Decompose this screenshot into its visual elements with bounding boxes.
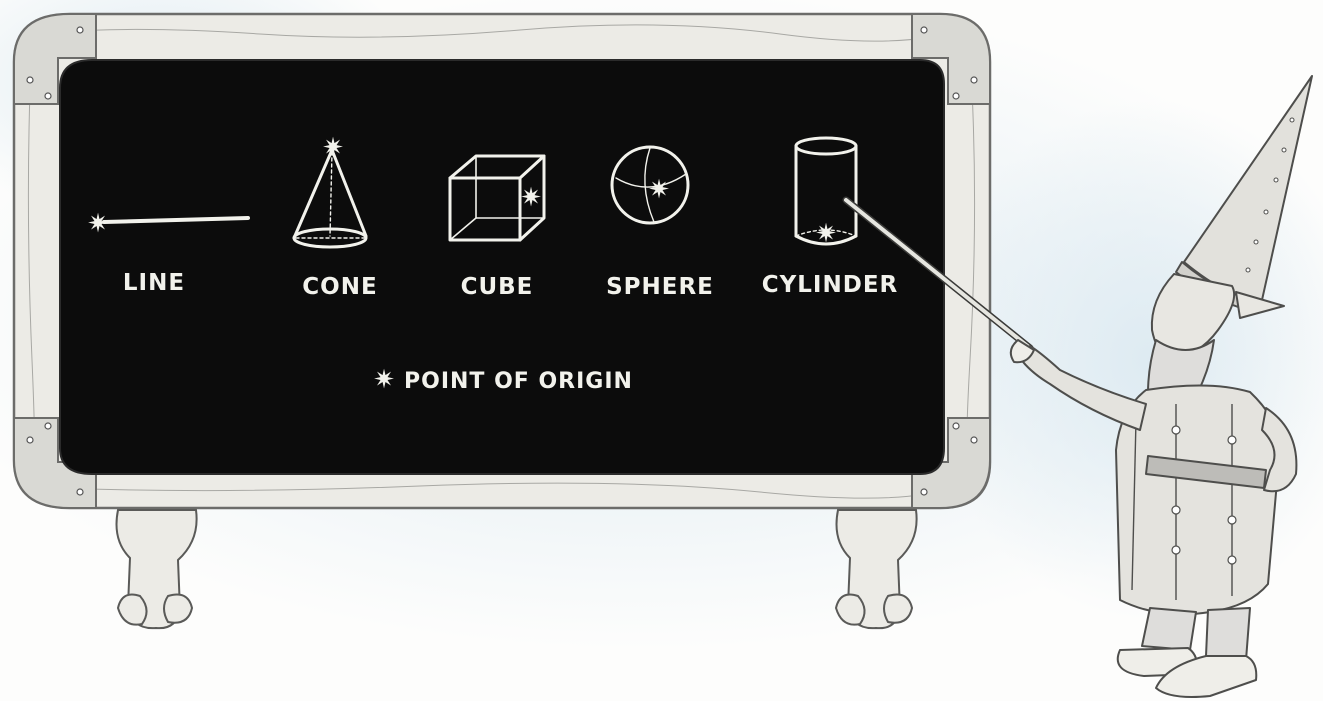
line-origin-star: ✷ <box>87 209 109 239</box>
blackboard-surface <box>60 60 944 474</box>
cube-origin-star: ✷ <box>520 183 542 213</box>
legend: ✷ POINT OF ORIGIN <box>373 365 633 395</box>
chalkboard-right-leg <box>836 510 917 628</box>
sphere-origin-star: ✷ <box>648 175 670 205</box>
legend-text: POINT OF ORIGIN <box>404 369 633 394</box>
line-label: LINE <box>123 270 185 296</box>
legend-star-icon: ✷ <box>373 365 395 395</box>
chalkboard-left-leg <box>117 510 197 628</box>
cone-origin-star: ✷ <box>322 133 344 163</box>
cube-label: CUBE <box>461 274 534 300</box>
cylinder-label: CYLINDER <box>762 272 899 298</box>
cone-label: CONE <box>302 274 377 300</box>
sphere-label: SPHERE <box>606 274 714 300</box>
cylinder-origin-star: ✷ <box>815 219 837 249</box>
